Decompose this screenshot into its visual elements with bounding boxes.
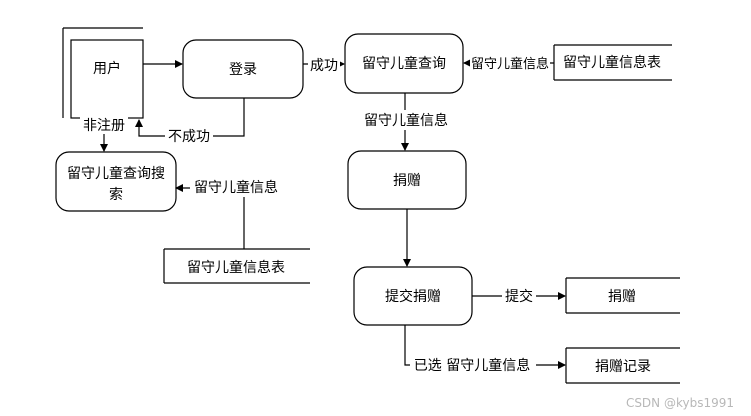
- search-label-line2: 索: [109, 186, 123, 203]
- store-record-label: 捐赠记录: [595, 359, 651, 375]
- login-label: 登录: [229, 62, 257, 78]
- submit-process: 提交捐赠: [353, 266, 473, 326]
- search-process: 留守儿童查询搜 索: [55, 151, 177, 212]
- edge-info-mid-label: 留守儿童信息: [364, 112, 448, 129]
- edge-fail-label: 不成功: [168, 129, 210, 145]
- edge-selected-bg: [410, 355, 536, 375]
- watermark: CSDN @kybs1991: [626, 396, 734, 410]
- edge-success-label: 成功: [310, 58, 338, 74]
- edge-unregistered-bg: [80, 116, 128, 134]
- user-box: [70, 39, 144, 119]
- store-left-label: 留守儿童信息表: [187, 259, 285, 276]
- store-donate-label: 捐赠: [608, 289, 636, 305]
- edge-storeleft-search: [175, 184, 245, 249]
- edge-unregistered-label: 非注册: [83, 118, 125, 134]
- query-label: 留守儿童查询: [362, 55, 446, 72]
- store-record: 捐赠记录: [565, 347, 680, 384]
- user-entity: 用户: [62, 27, 144, 119]
- edge-info-left-label: 留守儿童信息: [194, 179, 278, 196]
- donate-label: 捐赠: [393, 173, 421, 189]
- query-process: 留守儿童查询: [344, 33, 464, 94]
- edge-success-bg: [308, 54, 340, 74]
- edge-submit-label: 提交: [505, 288, 533, 305]
- edge-info-top-bg: [470, 53, 550, 72]
- store-top: 留守儿童信息表: [553, 44, 672, 81]
- store-top-label: 留守儿童信息表: [563, 54, 661, 71]
- donate-process: 捐赠: [347, 150, 467, 210]
- search-label-line1: 留守儿童查询搜: [67, 165, 165, 182]
- edge-info-mid-bg: [361, 110, 451, 130]
- search-box: [55, 151, 177, 212]
- login-process: 登录: [182, 39, 304, 99]
- edge-fail-bg: [165, 126, 213, 145]
- submit-label: 提交捐赠: [385, 288, 441, 305]
- login-box: [182, 39, 304, 99]
- edge-info-left-bg: [190, 177, 282, 197]
- store-left: 留守儿童信息表: [163, 248, 310, 284]
- store-donate: 捐赠: [565, 277, 680, 314]
- edge-info-top-label: 留守儿童信息: [471, 56, 549, 72]
- edge-submit-bg: [502, 286, 536, 305]
- user-label: 用户: [93, 60, 121, 77]
- edge-selected-label: 已选 留守儿童信息: [414, 357, 530, 374]
